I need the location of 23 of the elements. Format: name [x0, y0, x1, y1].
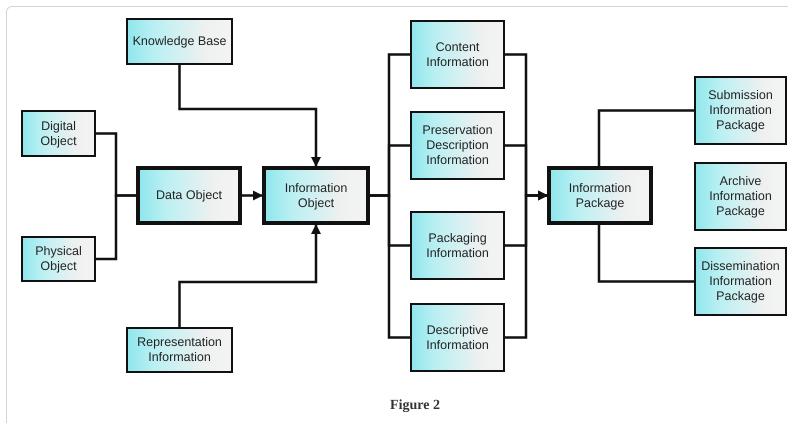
process-box: Representation Information: [126, 327, 233, 373]
process-box: Data Object: [136, 166, 242, 225]
process-box: Descriptive Information: [410, 303, 505, 372]
connector-line: [96, 194, 136, 260]
process-box: Submission Information Package: [694, 76, 787, 145]
process-box: Dissemination Information Package: [694, 247, 787, 316]
process-box: Preservation Description Information: [410, 111, 505, 180]
process-box: Information Package: [547, 166, 653, 225]
arrow: [505, 190, 548, 339]
connector-line: [370, 194, 410, 339]
process-box: Information Object: [262, 166, 370, 225]
process-box: Physical Object: [21, 236, 96, 282]
arrow: [178, 65, 321, 167]
process-box: Digital Object: [21, 110, 96, 157]
process-box: Packaging Information: [410, 211, 505, 280]
arrow: [178, 224, 321, 327]
process-box: Archive Information Package: [694, 162, 787, 231]
process-box: Content Information: [410, 20, 505, 89]
process-box: Knowledge Base: [126, 18, 233, 65]
figure-caption: Figure 2: [389, 398, 441, 414]
connector-line: [598, 109, 694, 166]
arrow: [242, 190, 263, 200]
connector-line: [598, 225, 694, 283]
